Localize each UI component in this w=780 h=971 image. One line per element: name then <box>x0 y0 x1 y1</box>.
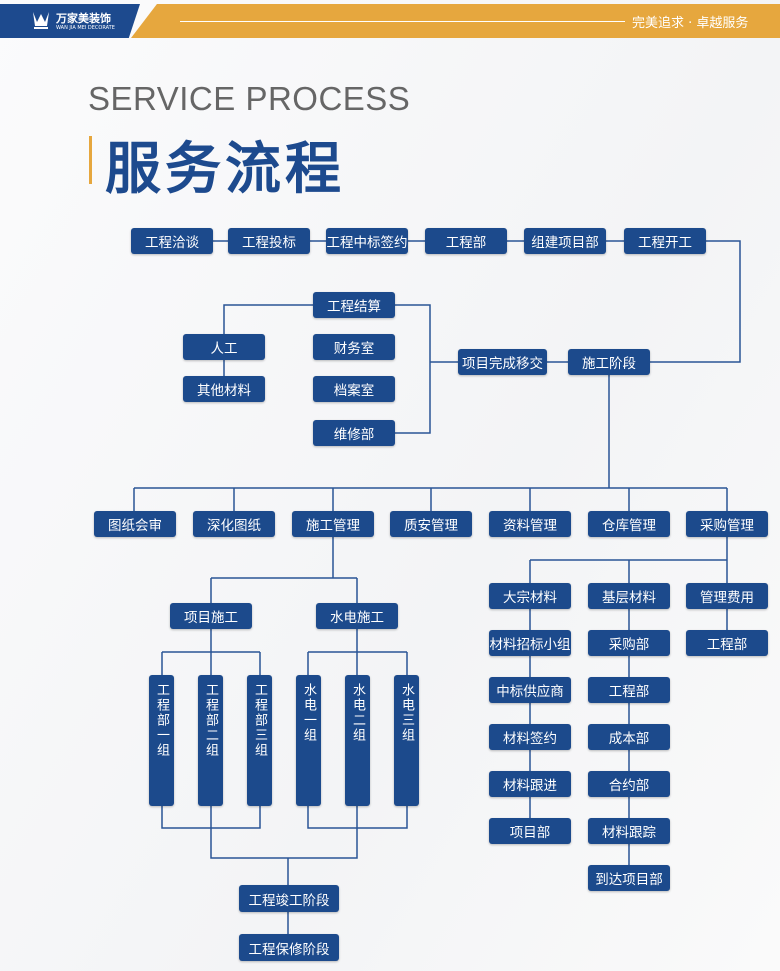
department-box: 采购管理 <box>686 511 768 537</box>
header-logo-band <box>0 4 140 38</box>
base-material-step: 工程部 <box>588 677 670 703</box>
project-construction-box: 项目施工 <box>170 603 252 629</box>
bulk-material-step: 材料签约 <box>489 724 571 750</box>
department-box: 施工管理 <box>292 511 374 537</box>
crown-logo-icon <box>33 12 49 29</box>
plumbing-group-box: 水电二组 <box>345 675 370 806</box>
labor-box: 人工 <box>183 334 265 360</box>
bulk-material-step: 中标供应商 <box>489 677 571 703</box>
bulk-material-step: 大宗材料 <box>489 583 571 609</box>
other-materials-box: 其他材料 <box>183 376 265 402</box>
top-step-5: 工程开工 <box>624 228 706 254</box>
finance-box: 财务室 <box>313 334 395 360</box>
bulk-material-step: 材料招标小组 <box>489 630 571 656</box>
top-step-4: 组建项目部 <box>524 228 606 254</box>
bulk-material-step: 项目部 <box>489 818 571 844</box>
handover-box: 项目完成移交 <box>458 349 547 375</box>
base-material-step: 成本部 <box>588 724 670 750</box>
top-step-3: 工程部 <box>425 228 507 254</box>
plumbing-group-box: 水电三组 <box>394 675 419 806</box>
department-box: 质安管理 <box>390 511 472 537</box>
project-group-box: 工程部一组 <box>149 675 174 806</box>
project-group-box: 工程部二组 <box>198 675 223 806</box>
top-step-2: 工程中标签约 <box>326 228 408 254</box>
plumbing-construction-box: 水电施工 <box>316 603 398 629</box>
maintenance-box: 维修部 <box>313 420 395 446</box>
top-step-1: 工程投标 <box>228 228 310 254</box>
bulk-material-step: 材料跟进 <box>489 771 571 797</box>
department-box: 资料管理 <box>489 511 571 537</box>
department-box: 图纸会审 <box>94 511 176 537</box>
title-english: SERVICE PROCESS <box>88 80 411 117</box>
base-material-step: 基层材料 <box>588 583 670 609</box>
title-accent-bar <box>89 136 92 184</box>
completion-box: 工程竣工阶段 <box>239 885 339 912</box>
logo-text: 万家美装饰 <box>56 12 111 25</box>
construction-phase-box: 施工阶段 <box>568 349 650 375</box>
archive-box: 档案室 <box>313 376 395 402</box>
base-material-step: 到达项目部 <box>588 865 670 891</box>
department-box: 仓库管理 <box>588 511 670 537</box>
page-title: 服务流程 <box>105 137 345 202</box>
base-material-step: 材料跟踪 <box>588 818 670 844</box>
logo-subtext: WAN JIA MEI DECORATE <box>56 25 115 31</box>
department-box: 深化图纸 <box>193 511 275 537</box>
base-material-step: 采购部 <box>588 630 670 656</box>
top-step-0: 工程洽谈 <box>131 228 213 254</box>
plumbing-group-box: 水电一组 <box>296 675 321 806</box>
settlement-box: 工程结算 <box>313 292 395 318</box>
management-fee-step: 工程部 <box>686 630 768 656</box>
warranty-box: 工程保修阶段 <box>239 934 339 961</box>
management-fee-step: 管理费用 <box>686 583 768 609</box>
header-divider <box>180 21 625 22</box>
slogan: 完美追求 · 卓越服务 <box>632 16 749 31</box>
project-group-box: 工程部三组 <box>247 675 272 806</box>
base-material-step: 合约部 <box>588 771 670 797</box>
